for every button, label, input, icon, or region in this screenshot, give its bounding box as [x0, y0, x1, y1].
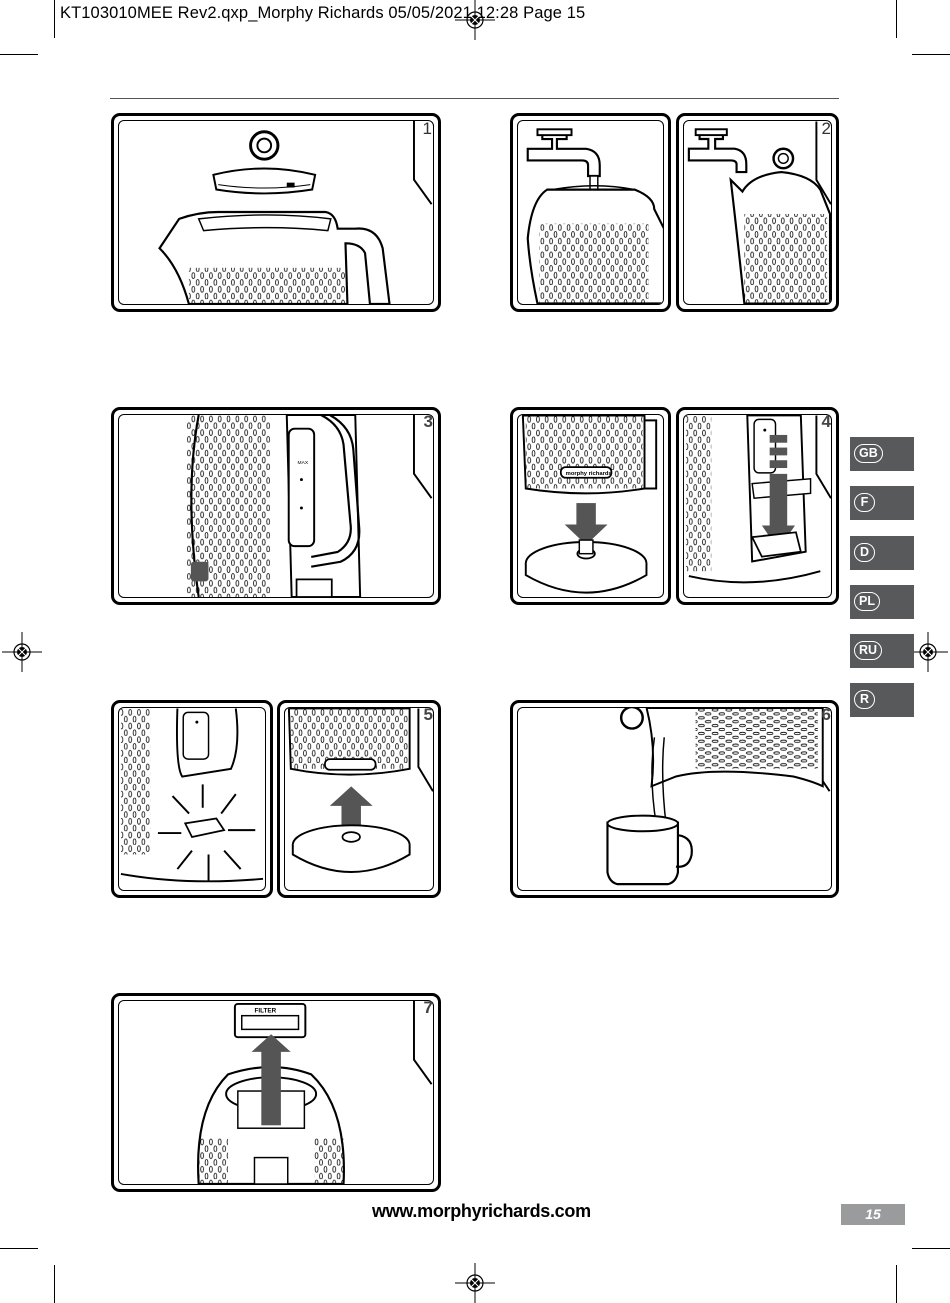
- language-tab-label: PL: [854, 592, 880, 611]
- step-number: 3: [423, 412, 433, 431]
- kettle-lift-off-illustration: [287, 708, 433, 873]
- step-1-panel: 1: [111, 113, 441, 312]
- step-6-panel: 6: [510, 700, 839, 898]
- language-tab-pl[interactable]: PL: [850, 585, 914, 619]
- step-5-panel-b: 5: [277, 700, 441, 898]
- water-level-window-illustration: MAX: [186, 415, 433, 597]
- crop-mark: [896, 0, 897, 38]
- kettle-lid-removal-illustration: [158, 121, 433, 304]
- language-tab-label: F: [854, 493, 875, 512]
- step-number: 6: [821, 705, 831, 724]
- crop-mark: [54, 1265, 55, 1303]
- registration-mark-icon: [908, 632, 948, 672]
- registration-mark-icon: [455, 1263, 495, 1303]
- crop-mark: [54, 0, 55, 38]
- step-7-panel: FILTER 7: [111, 993, 441, 1192]
- language-tab-label: R: [854, 690, 875, 709]
- kettle-filling-open-illustration: [526, 128, 663, 304]
- step-2-panel-a: [510, 113, 671, 312]
- crop-mark: [0, 1248, 38, 1249]
- language-tab-label: RU: [854, 641, 883, 660]
- crop-mark: [912, 1248, 950, 1249]
- kettle-onto-base-illustration: morphy richards: [521, 415, 658, 594]
- step-number: 2: [821, 119, 831, 138]
- header-rule: [110, 98, 839, 99]
- step-5-panel-a: [111, 700, 273, 898]
- language-tab-gb[interactable]: GB: [850, 437, 914, 471]
- registration-mark-icon: [2, 632, 42, 672]
- language-tab-ru[interactable]: RU: [850, 634, 914, 668]
- registration-mark-icon: [455, 0, 495, 40]
- pouring-illustration: [606, 708, 831, 886]
- max-mark: MAX: [298, 460, 309, 466]
- step-number: 4: [821, 412, 831, 431]
- filter-removal-illustration: FILTER: [197, 1001, 433, 1184]
- step-number: 1: [422, 119, 432, 138]
- language-tab-label: GB: [854, 444, 883, 463]
- slug-line: KT103010MEE Rev2.qxp_Morphy Richards 05/…: [60, 4, 586, 22]
- step-number: 5: [423, 705, 433, 724]
- crop-mark: [912, 54, 950, 55]
- filter-label: FILTER: [254, 1008, 276, 1015]
- language-tab-r[interactable]: R: [850, 683, 914, 717]
- step-4-panel-a: morphy richards: [510, 407, 671, 605]
- language-tab-label: D: [854, 543, 875, 562]
- page-number: 15: [841, 1204, 905, 1225]
- brand-plate: morphy richards: [566, 471, 612, 477]
- crop-mark: [0, 54, 38, 55]
- switch-on-illustration: [685, 415, 831, 584]
- step-4-panel-b: 4: [676, 407, 839, 605]
- website-link[interactable]: www.morphyrichards.com: [372, 1201, 591, 1221]
- language-tab-f[interactable]: F: [850, 486, 914, 520]
- crop-mark: [896, 1265, 897, 1303]
- step-2-panel-b: 2: [676, 113, 839, 312]
- step-number: 7: [423, 998, 433, 1017]
- switch-off-illustration: [120, 708, 264, 883]
- language-tab-d[interactable]: D: [850, 536, 914, 570]
- step-3-panel: MAX 3: [111, 407, 441, 605]
- kettle-filling-spout-illustration: [687, 121, 831, 304]
